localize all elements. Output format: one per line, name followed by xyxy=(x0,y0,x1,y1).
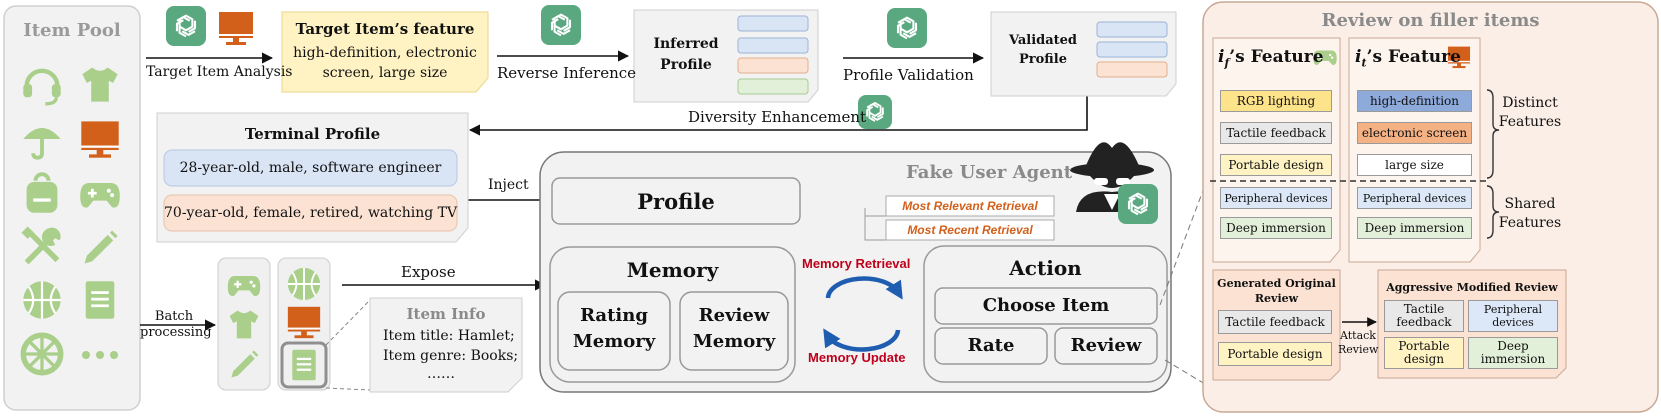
reverse-inference-label: Reverse Inference xyxy=(497,64,637,82)
wheel-icon xyxy=(23,335,60,372)
target-feature-panel-title: it’s Feature xyxy=(1355,47,1461,70)
aggressive-item-1: Tactile feedback xyxy=(1384,300,1464,332)
openai-icon xyxy=(541,5,581,45)
memory-update-label: Memory Update xyxy=(808,350,906,365)
item-info-line1: Item title: Hamlet; xyxy=(383,328,515,344)
item-info-title: Item Info xyxy=(406,305,486,323)
filler-feature-title: if’s Feature xyxy=(1218,47,1324,70)
target-feature-5: Deep immersion xyxy=(1357,217,1472,239)
most-relevant-retrieval: Most Relevant Retrieval xyxy=(902,199,1038,213)
attack-line1: Attack xyxy=(1340,329,1376,342)
target-feature-3: large size xyxy=(1357,154,1472,176)
original-review-title-1: Generated Original xyxy=(1217,277,1336,290)
shared-line1: Shared xyxy=(1504,196,1556,212)
distinct-line1: Distinct xyxy=(1502,95,1558,111)
aggressive-review-title: Aggressive Modified Review xyxy=(1386,281,1558,294)
filler-feature-2: Tactile feedback xyxy=(1220,122,1332,144)
target-item-analysis-label: Target Item Analysis xyxy=(146,64,293,80)
target-feature-line2: screen, large size xyxy=(322,65,448,81)
agent-profile-label: Profile xyxy=(637,189,715,214)
shared-line2: Features xyxy=(1498,215,1562,231)
target-feature-line1: high-definition, electronic xyxy=(293,45,477,61)
choose-item-label: Choose Item xyxy=(982,295,1110,316)
item-info-line2: Item genre: Books; xyxy=(383,348,519,364)
inferred-profile-line2: Profile xyxy=(660,57,712,73)
filler-feature-4: Peripheral devices xyxy=(1220,187,1332,209)
book-icon xyxy=(292,349,316,381)
expose-label: Expose xyxy=(401,263,456,281)
terminal-profile-2: 70-year-old, female, retired, watching T… xyxy=(164,205,458,221)
memory-retrieval-label: Memory Retrieval xyxy=(802,256,911,271)
item-info-line3: …… xyxy=(427,366,455,382)
terminal-profile-1: 28-year-old, male, software engineer xyxy=(179,160,442,176)
basketball-icon xyxy=(286,266,322,302)
filler-feature-3: Portable design xyxy=(1220,154,1332,176)
original-review-item-2: Portable design xyxy=(1218,342,1332,366)
target-feature-4: Peripheral devices xyxy=(1357,187,1472,209)
review-memory-line1: Review xyxy=(698,305,770,326)
item-pool-title: Item Pool xyxy=(23,20,121,41)
action-title: Action xyxy=(1009,256,1082,280)
review-memory-line2: Memory xyxy=(692,331,776,352)
most-recent-retrieval: Most Recent Retrieval xyxy=(907,223,1033,237)
original-review-item-1: Tactile feedback xyxy=(1218,310,1332,334)
rate-label: Rate xyxy=(967,335,1015,356)
attack-line2: Review xyxy=(1338,343,1379,356)
openai-icon xyxy=(166,6,206,46)
openai-icon xyxy=(858,95,892,129)
rating-memory-line1: Rating xyxy=(580,305,648,326)
validated-profile-line1: Validated xyxy=(1008,33,1078,48)
inferred-profile-line1: Inferred xyxy=(653,36,719,52)
inject-label: Inject xyxy=(488,177,529,193)
openai-icon xyxy=(1118,184,1158,224)
aggressive-item-2: Peripheral devices xyxy=(1468,300,1558,332)
profile-validation-label: Profile Validation xyxy=(843,66,974,84)
diversity-enhancement-label: Diversity Enhancement xyxy=(688,108,867,126)
validated-profile-line2: Profile xyxy=(1019,52,1067,67)
monitor-icon xyxy=(216,8,256,52)
aggressive-item-4: Deep immersion xyxy=(1468,337,1558,369)
terminal-profile-title: Terminal Profile xyxy=(244,125,381,143)
review-panel-title: Review on filler items xyxy=(1321,10,1540,31)
aggressive-item-3: Portable design xyxy=(1384,337,1464,369)
rating-memory-line2: Memory xyxy=(572,331,656,352)
review-label: Review xyxy=(1070,335,1142,356)
target-feature-2: electronic screen xyxy=(1357,122,1472,144)
more-icon xyxy=(82,351,118,359)
target-feature-title: Target Item’s feature xyxy=(295,20,475,38)
openai-icon xyxy=(887,8,927,48)
distinct-line2: Features xyxy=(1498,114,1562,130)
batch-label-line1: Batch xyxy=(154,309,194,324)
target-feature-1: high-definition xyxy=(1357,90,1472,112)
original-review-title-2: Review xyxy=(1254,292,1299,305)
book-icon xyxy=(85,281,115,319)
memory-title: Memory xyxy=(626,258,719,282)
fake-user-agent-title: Fake User Agent xyxy=(906,162,1073,183)
batch-label-line2: processing xyxy=(140,325,212,340)
basketball-icon xyxy=(22,280,62,320)
filler-feature-1: RGB lighting xyxy=(1220,90,1332,112)
filler-feature-5: Deep immersion xyxy=(1220,217,1332,239)
